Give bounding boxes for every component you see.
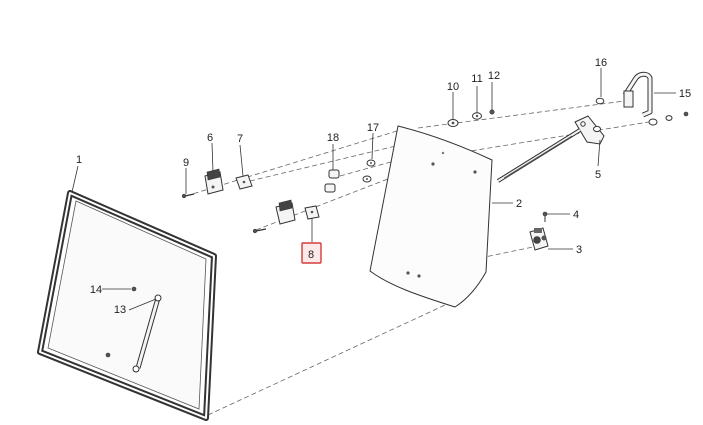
screw-icon bbox=[181, 193, 195, 199]
bushing-icon bbox=[324, 169, 340, 193]
part-label-14[interactable]: 14 bbox=[90, 284, 102, 296]
part-label-5[interactable]: 5 bbox=[595, 169, 601, 181]
hinge-icon bbox=[252, 199, 296, 234]
washer-icon bbox=[593, 97, 605, 133]
part-label-16[interactable]: 16 bbox=[595, 57, 607, 69]
leader-lines bbox=[71, 68, 676, 311]
part-labels: 1 2 3 4 5 6 7 8 9 10 11 12 13 14 15 16 1… bbox=[76, 57, 691, 316]
handle-icon bbox=[622, 71, 689, 126]
part-label-10[interactable]: 10 bbox=[447, 81, 459, 93]
part-label-4[interactable]: 4 bbox=[573, 209, 579, 221]
windshield-glass-icon bbox=[369, 125, 493, 308]
wiper-motor-icon bbox=[496, 115, 605, 183]
bolt-icon bbox=[105, 286, 137, 358]
nut-icon bbox=[489, 109, 495, 115]
part-label-17[interactable]: 17 bbox=[367, 122, 379, 134]
bracket-icon bbox=[235, 174, 253, 190]
screw-icon bbox=[542, 211, 548, 222]
part-label-9[interactable]: 9 bbox=[183, 157, 189, 169]
part-label-2[interactable]: 2 bbox=[516, 198, 522, 210]
part-label-8[interactable]: 8 bbox=[308, 249, 314, 261]
washer-icon bbox=[362, 159, 376, 183]
window-frame-icon bbox=[37, 190, 217, 421]
bracket-icon bbox=[304, 205, 320, 220]
latch-assembly-icon bbox=[529, 227, 549, 251]
gas-strut-icon bbox=[132, 294, 162, 373]
part-label-1[interactable]: 1 bbox=[76, 154, 82, 166]
part-label-3[interactable]: 3 bbox=[576, 244, 582, 256]
part-label-13[interactable]: 13 bbox=[114, 304, 126, 316]
part-label-7[interactable]: 7 bbox=[237, 133, 243, 145]
washer-icon bbox=[447, 112, 482, 127]
hinge-icon bbox=[204, 168, 224, 195]
part-label-6[interactable]: 6 bbox=[207, 132, 213, 144]
part-label-11[interactable]: 11 bbox=[471, 73, 482, 85]
part-label-18[interactable]: 18 bbox=[327, 132, 339, 144]
part-label-12[interactable]: 12 bbox=[488, 70, 500, 82]
part-label-15[interactable]: 15 bbox=[679, 88, 691, 100]
highlight-box bbox=[301, 242, 322, 264]
